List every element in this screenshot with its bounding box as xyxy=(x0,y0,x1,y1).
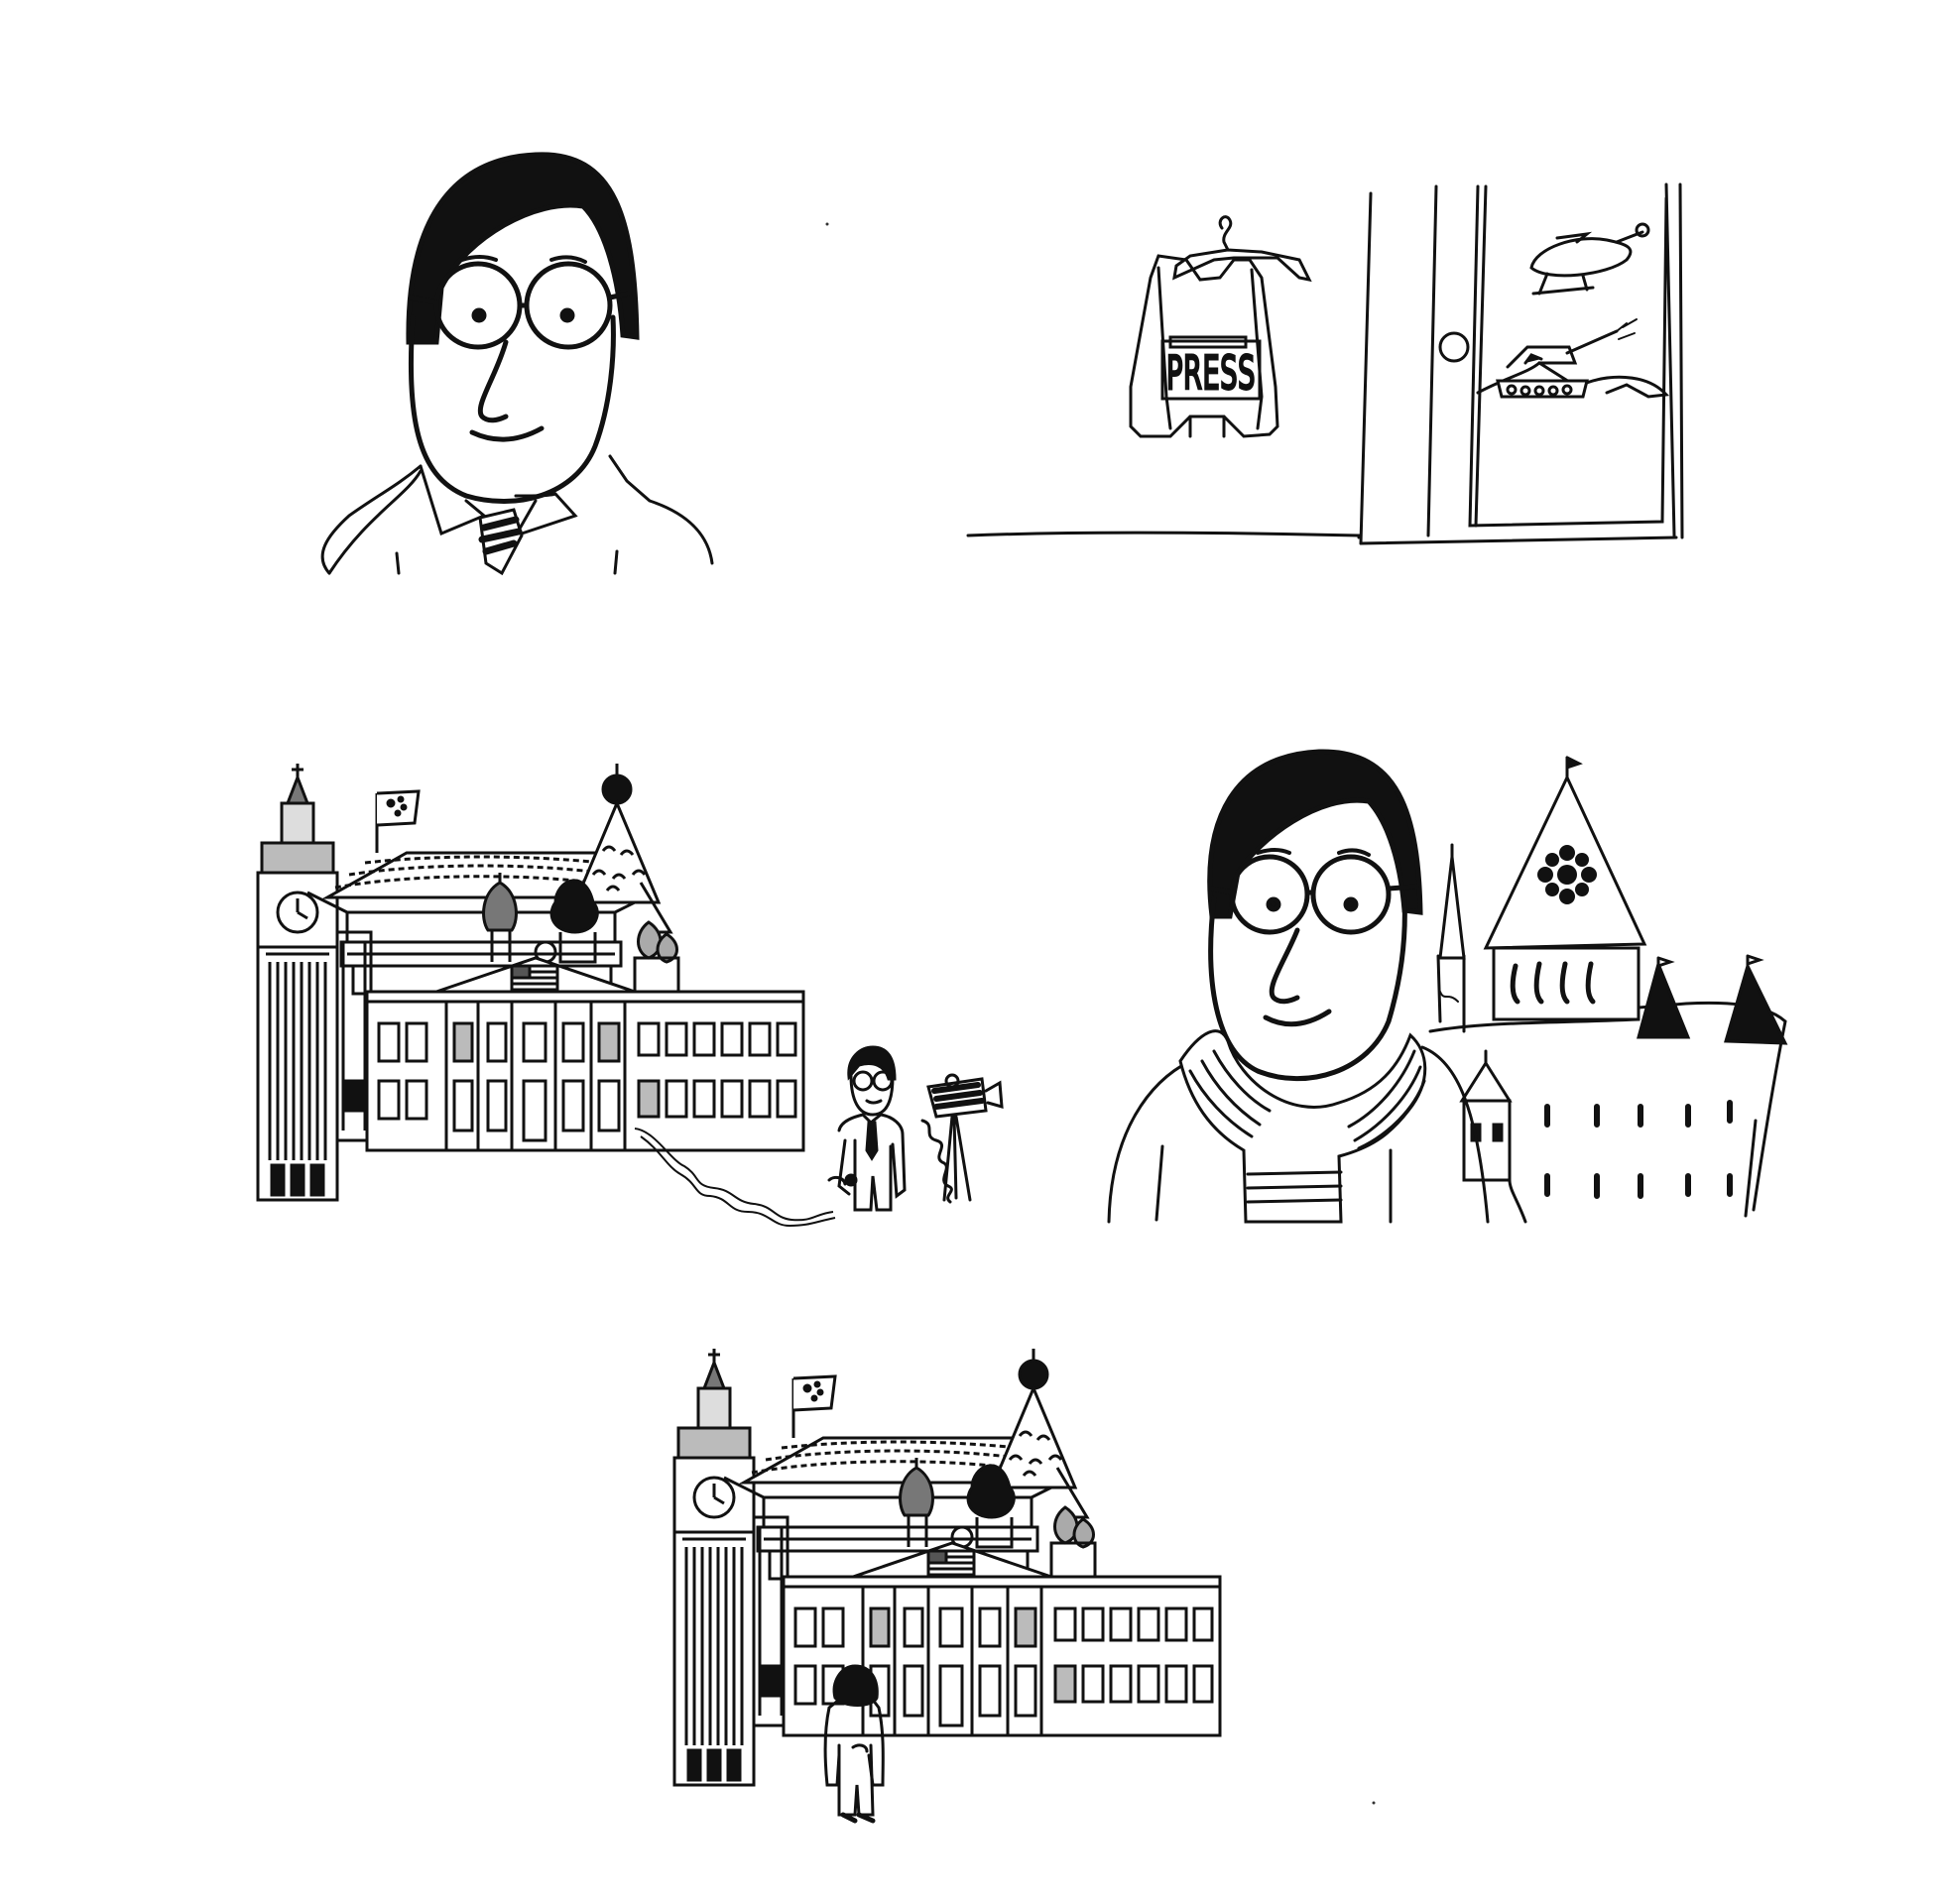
smile xyxy=(469,425,545,442)
panel-landmarks-viewer xyxy=(672,1347,1222,1824)
landmarks-cluster xyxy=(256,762,805,1202)
panel-world-landmarks-reporter xyxy=(256,762,1004,1228)
hanger-icon xyxy=(1172,215,1312,283)
helicopter-icon xyxy=(1529,222,1650,296)
glasses-icon xyxy=(1209,854,1419,935)
door-knob xyxy=(1438,331,1470,363)
stray-dot xyxy=(825,222,829,226)
hair xyxy=(406,152,640,345)
viewer-figure xyxy=(823,1664,885,1824)
smile xyxy=(1263,1009,1332,1027)
panel-closet-war-gear: PRESS xyxy=(966,182,1684,545)
shirt xyxy=(327,454,714,575)
coat xyxy=(1107,1045,1490,1224)
nose xyxy=(477,339,509,423)
camera-cable xyxy=(634,1128,834,1222)
press-vest-label: PRESS xyxy=(1166,346,1256,400)
cbc-gem-icon xyxy=(1537,845,1597,904)
reporter-portrait xyxy=(1107,749,1490,1224)
video-camera-icon xyxy=(920,1073,1004,1204)
eyebrow-right xyxy=(549,255,587,264)
reporter-figure xyxy=(827,1045,907,1212)
tank-icon xyxy=(1476,318,1670,399)
panel-portrait-scarf-cbc xyxy=(1107,749,1788,1224)
eyebrow-left xyxy=(460,255,498,262)
nose xyxy=(1269,927,1300,1005)
face xyxy=(1208,895,1407,1082)
press-vest-icon: PRESS xyxy=(1129,254,1279,438)
panel-portrait-tie xyxy=(320,152,714,576)
cbc-building xyxy=(1428,756,1788,1224)
tie-icon xyxy=(478,508,524,576)
scarf-icon xyxy=(1178,1029,1427,1224)
glasses-icon xyxy=(408,261,632,350)
face xyxy=(409,314,616,505)
landmarks-cluster-repeat xyxy=(672,1347,1222,1787)
floor-line xyxy=(966,531,1361,539)
hair xyxy=(1207,749,1423,919)
microphone-icon xyxy=(844,1173,858,1187)
wardrobe xyxy=(1359,182,1684,545)
stray-dot xyxy=(1372,1801,1376,1805)
